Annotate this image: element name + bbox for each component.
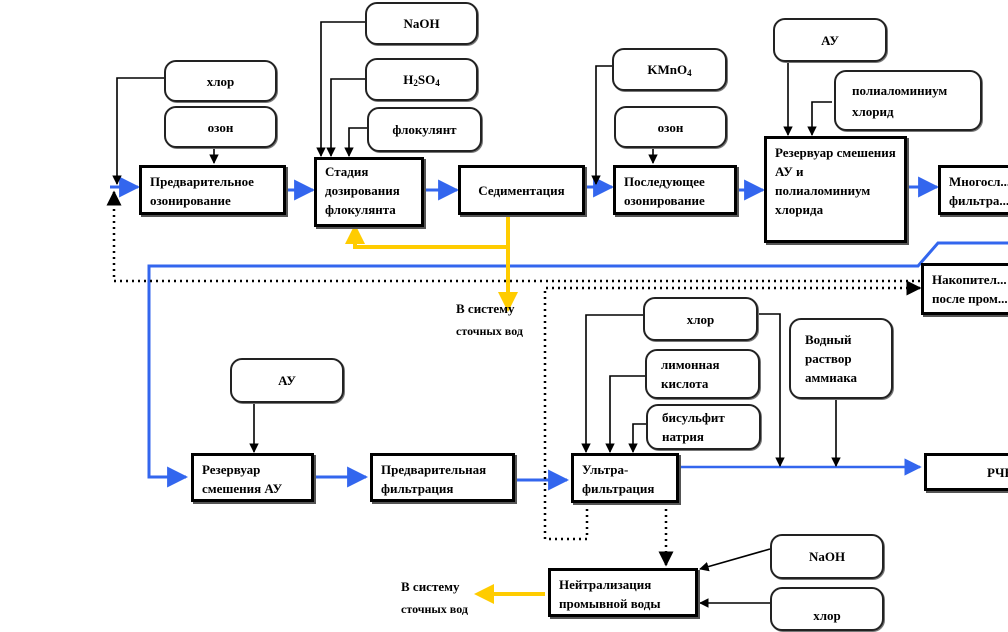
to-sewer-label-2: В систему сточных вод — [401, 576, 468, 620]
reagent-ozone-2-label: озон — [657, 119, 684, 135]
reagent-h2so4-label: H2SO4 — [403, 72, 440, 88]
process-sedimentation: Седиментация — [458, 165, 585, 215]
process-storage-tank-label: Накопител... после пром... — [932, 272, 1008, 306]
h2so4-to-dosing — [326, 78, 365, 157]
reagent-lines — [112, 21, 841, 608]
naoh-1-to-dosing — [316, 21, 365, 157]
flocculant-to-dosing — [344, 127, 367, 157]
reagent-ozone-1-label: озон — [207, 119, 234, 135]
reagent-h2so4: H2SO4 — [365, 58, 478, 101]
reagent-chlorine-2: хлор — [643, 297, 758, 341]
citric-acid-to-uf — [605, 375, 645, 453]
sludge-return-to-dosing — [345, 224, 508, 249]
reagent-pac-label: полиаломиниум хлорид — [852, 82, 948, 119]
process-multilayer-filtration-label: Многосл... фильтра... — [949, 174, 1008, 208]
reagent-sodium-bisulfite-label: бисульфит натрия — [662, 410, 725, 444]
reagent-au-1-label: АУ — [821, 32, 839, 48]
process-coagulant-dosing: Стадия дозирования флокулянта — [314, 157, 424, 227]
process-multilayer-filtration: Многосл... фильтра... — [938, 165, 1008, 215]
process-pre-filtration: Предварительная фильтрация — [370, 453, 515, 502]
flow-return-to-au-tank — [147, 241, 1008, 488]
process-coagulant-dosing-label: Стадия дозирования флокулянта — [325, 164, 400, 217]
process-pre-ozonation: Предварительное озонирование — [139, 165, 286, 215]
reagent-chlorine-1-label: хлор — [206, 73, 235, 89]
chlorine-1-to-inflow — [112, 77, 164, 185]
reagent-ammonia-solution: Водный раствор аммиака — [789, 318, 893, 399]
to-sewer-label-2-line2: сточных вод — [401, 602, 468, 616]
bisulfite-to-uf — [628, 423, 647, 453]
reagent-ozone-2: озон — [614, 106, 727, 148]
process-wash-water-neutralization: Нейтрализация промывной воды — [548, 568, 698, 617]
reagent-chlorine-2-label: хлор — [686, 311, 715, 327]
process-pre-ozonation-label: Предварительное озонирование — [150, 174, 254, 208]
to-sewer-label-1-line2: сточных вод — [456, 324, 523, 338]
reagent-sodium-bisulfite: бисульфит натрия — [646, 404, 761, 450]
reagent-ammonia-solution-label: Водный раствор аммиака — [805, 332, 857, 385]
backwash-lines — [106, 190, 922, 567]
chlorine-2-to-product — [757, 313, 785, 467]
to-sewer-label-2-line1: В систему — [401, 579, 460, 594]
reagent-chlorine-3-label: хлор — [813, 608, 841, 623]
reagent-kmno4: KMnO4 — [612, 48, 727, 91]
process-post-ozonation-label: Последующее озонирование — [624, 174, 705, 208]
process-ultrafiltration: Ультра- фильтрация — [571, 453, 679, 503]
reagent-au-2-label: АУ — [278, 373, 296, 388]
reagent-kmno4-label: KMnO4 — [647, 62, 692, 78]
reagent-au-2: АУ — [230, 358, 344, 403]
reagent-au-1: АУ — [773, 18, 887, 62]
reagent-pac: полиаломиниум хлорид — [834, 70, 982, 131]
to-sewer-label-1-line1: В систему — [456, 301, 515, 316]
process-sedimentation-label: Седиментация — [478, 182, 565, 198]
process-post-ozonation: Последующее озонирование — [613, 165, 737, 215]
process-ultrafiltration-label: Ультра- фильтрация — [582, 462, 655, 496]
reagent-citric-acid-label: лимонная кислота — [661, 357, 720, 391]
chlorine-2-to-uf — [581, 314, 643, 453]
reagent-flocculant: флокулянт — [367, 107, 482, 152]
process-au-mixing-tank: Резервуар смешения АУ — [191, 453, 314, 502]
process-storage-tank: Накопител... после пром... — [921, 263, 1008, 315]
reagent-chlorine-3: хлор — [770, 587, 884, 631]
process-pac-mixing-tank-label: Резервуар смешения АУ и полиаломиниум хл… — [775, 145, 896, 217]
reagent-naoh-2-label: NaOH — [808, 549, 846, 564]
reagent-naoh-1: NaOH — [365, 2, 478, 45]
reagent-naoh-1-label: NaOH — [403, 16, 440, 31]
reagent-flocculant-label: флокулянт — [392, 122, 457, 137]
process-pac-mixing-tank: Резервуар смешения АУ и полиаломиниум хл… — [764, 136, 907, 243]
reagent-ozone-1: озон — [164, 106, 277, 148]
pac-to-pac-tank — [807, 101, 832, 136]
waste-flow-lines — [345, 214, 545, 604]
process-pre-filtration-label: Предварительная фильтрация — [381, 462, 487, 496]
kmno4-to-flow — [591, 65, 612, 185]
to-sewer-label-1: В систему сточных вод — [456, 298, 523, 342]
reagent-citric-acid: лимонная кислота — [645, 349, 760, 399]
backwash-return-to-inflow — [106, 190, 920, 283]
main-flow-lines — [110, 176, 1008, 491]
process-rchv: РЧВ — [924, 453, 1008, 491]
reagent-naoh-2: NaOH — [770, 534, 884, 579]
process-wash-water-neutralization-label: Нейтрализация промывной воды — [559, 577, 661, 611]
uf-backwash-to-storage — [543, 280, 922, 541]
process-rchv-label: РЧВ — [987, 465, 1008, 480]
process-au-mixing-tank-label: Резервуар смешения АУ — [202, 462, 283, 496]
naoh-2-to-neutralization — [699, 548, 771, 572]
reagent-chlorine-1: хлор — [164, 60, 277, 102]
